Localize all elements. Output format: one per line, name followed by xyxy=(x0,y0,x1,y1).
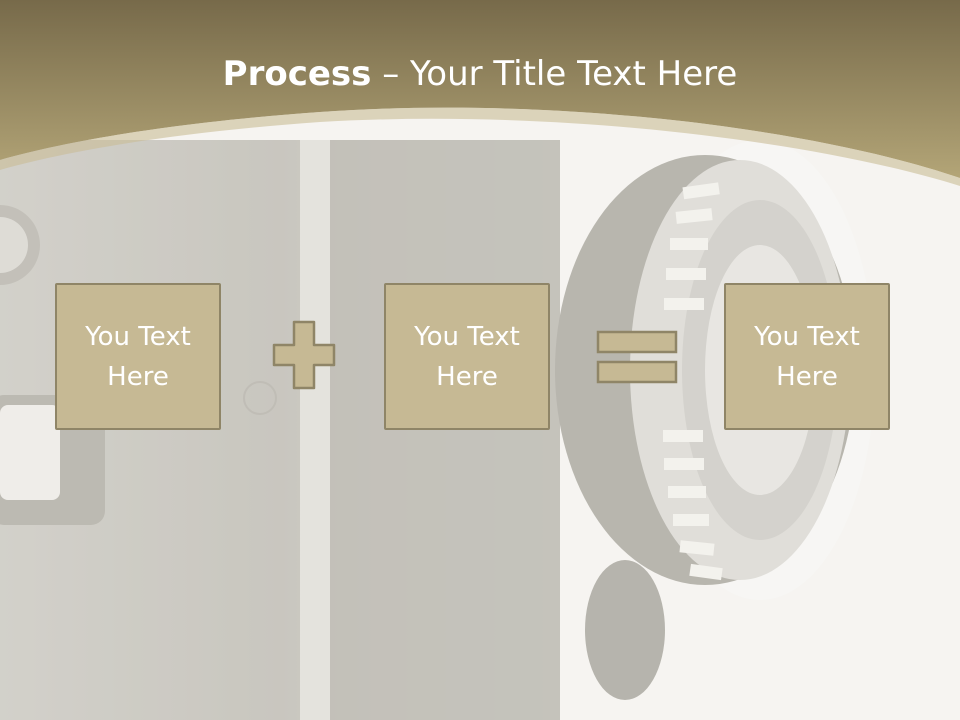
title-bold: Process xyxy=(222,54,372,94)
equals-icon xyxy=(596,330,678,384)
text-box-2[interactable]: You Text Here xyxy=(384,283,550,430)
text-box-1[interactable]: You Text Here xyxy=(55,283,221,430)
text-box-3[interactable]: You Text Here xyxy=(724,283,890,430)
plus-icon xyxy=(272,320,336,390)
text-box-label: You Text Here xyxy=(85,321,191,392)
title-rest: Your Title Text Here xyxy=(410,54,738,94)
slide-title: Process – Your Title Text Here xyxy=(0,50,960,98)
text-box-label: You Text Here xyxy=(414,321,520,392)
text-box-label: You Text Here xyxy=(754,321,860,392)
title-separator: – xyxy=(371,54,411,94)
